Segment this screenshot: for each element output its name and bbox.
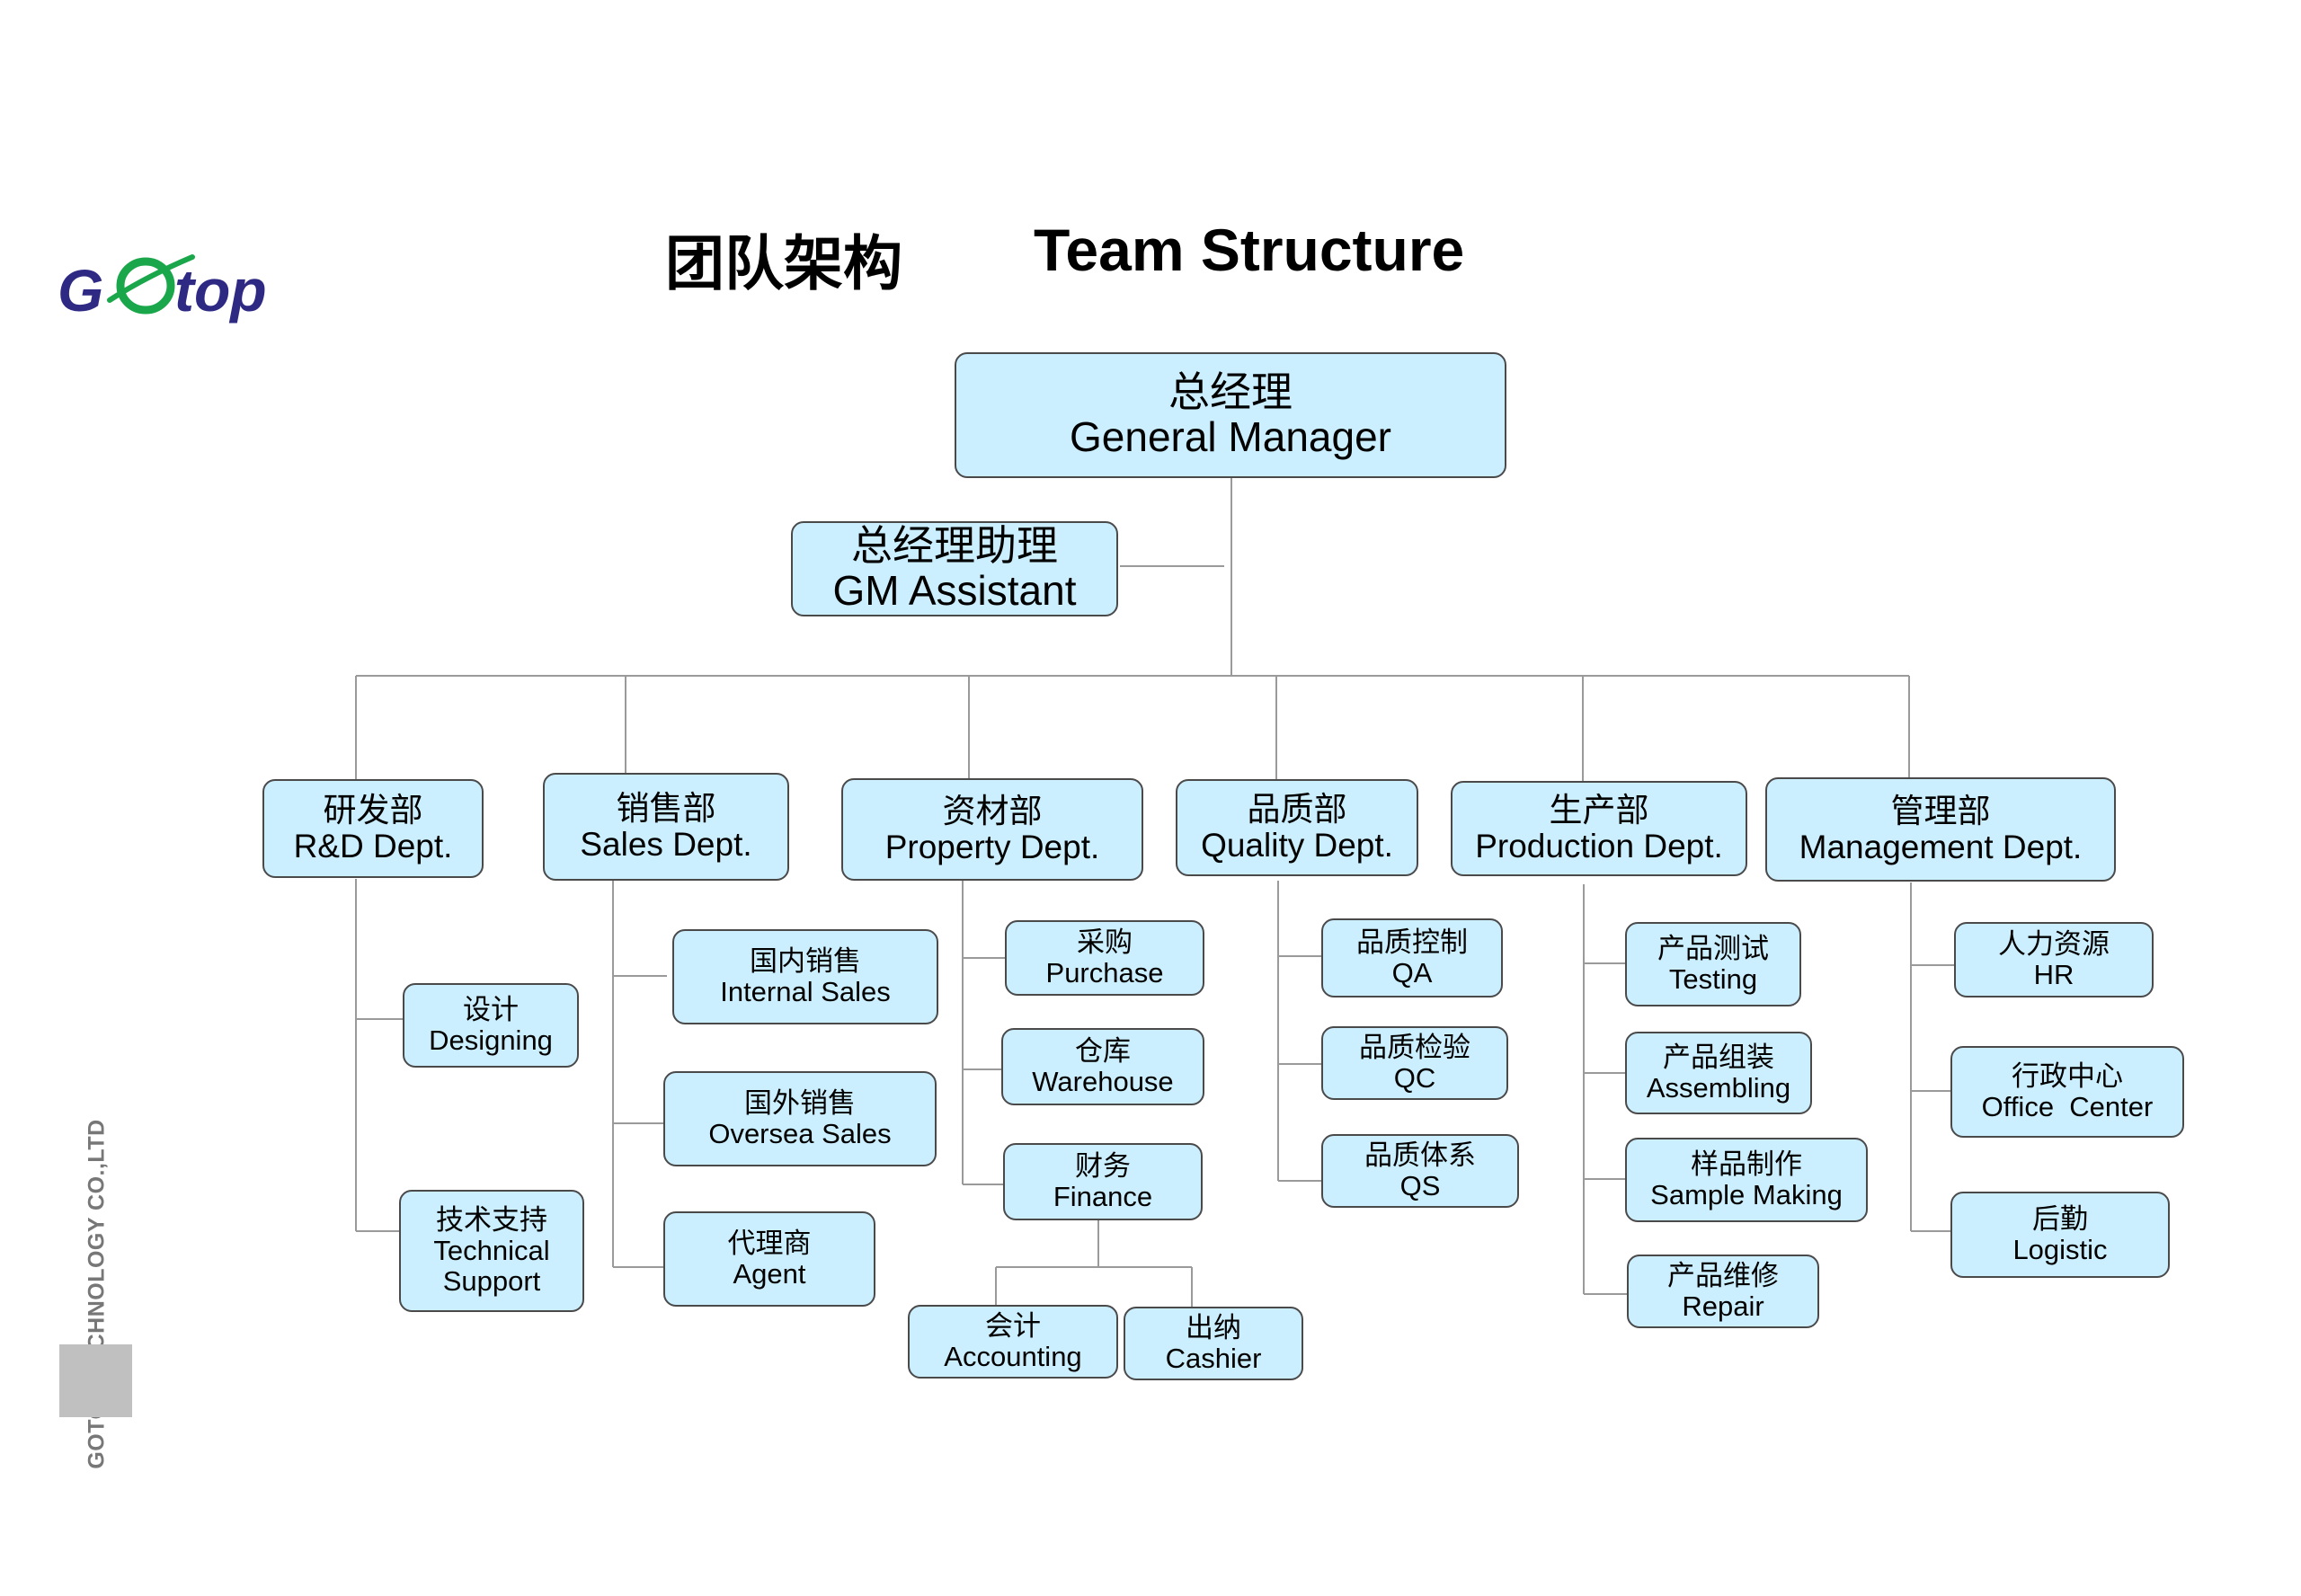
node-office-center: 行政中心 Office Center [1950,1046,2184,1138]
logo-ring-icon [116,257,175,315]
node-label-zh: 品质控制 [1356,926,1468,959]
node-label-en: QS [1399,1170,1441,1201]
node-purchase: 采购 Purchase [1005,920,1204,996]
node-label-en: Property Dept. [884,829,1100,865]
node-management-dept: 管理部 Management Dept. [1765,777,2116,882]
node-label-en: Repair [1682,1290,1764,1322]
node-warehouse: 仓库 Warehouse [1001,1028,1204,1105]
node-qs: 品质体系 QS [1321,1134,1519,1208]
node-label-en: Quality Dept. [1201,827,1393,864]
node-label-en: Testing [1668,963,1758,995]
node-internal-sales: 国内销售 Internal Sales [672,929,938,1024]
logo-letter-g: G [58,257,103,324]
node-label-en: Warehouse [1032,1066,1174,1097]
node-label-en: Purchase [1045,957,1164,989]
title-english: Team Structure [1034,217,1465,283]
node-label-zh: 后勤 [2032,1202,2088,1236]
node-label-zh: 产品测试 [1657,932,1769,965]
node-label-zh: 生产部 [1549,791,1649,830]
node-label-en: Oversea Sales [708,1118,892,1149]
node-repair: 产品维修 Repair [1627,1255,1819,1328]
node-production-dept: 生产部 Production Dept. [1451,781,1747,876]
title-chinese: 团队架构 [665,229,902,298]
node-cashier: 出纳 Cashier [1124,1307,1303,1380]
node-label-en: Internal Sales [720,976,891,1007]
node-label-zh: 产品组装 [1663,1041,1774,1074]
node-label-zh: 会计 [985,1309,1041,1343]
node-label-zh: 采购 [1077,926,1133,959]
node-technical-support: 技术支持 Technical Support [399,1190,584,1312]
node-label-en: R&D Dept. [293,828,453,864]
node-label-en: Cashier [1165,1343,1262,1374]
node-label-zh: 设计 [463,993,519,1026]
node-label-zh: 研发部 [323,791,423,830]
node-label-zh: 管理部 [1890,792,1991,831]
node-label-zh: 品质部 [1247,790,1347,829]
node-label-zh: 技术支持 [436,1203,547,1237]
node-label-zh: 品质检验 [1359,1031,1470,1064]
node-label-en: Logistic [2012,1234,2108,1265]
node-label-zh: 财务 [1075,1149,1131,1183]
node-label-zh: 销售部 [616,789,716,829]
node-hr: 人力资源 HR [1954,922,2154,998]
node-label-en: Sample Making [1650,1179,1843,1210]
node-label-zh: 国内销售 [750,944,861,978]
node-label-en: Office Center [1981,1091,2154,1122]
node-label-en: Sales Dept. [580,826,752,863]
node-label-zh: 资材部 [942,792,1043,831]
node-qc: 品质检验 QC [1321,1026,1508,1100]
company-logo: G top [58,254,267,324]
node-accounting: 会计 Accounting [908,1305,1118,1379]
node-label-zh: 人力资源 [1998,927,2110,961]
node-testing: 产品测试 Testing [1625,922,1801,1006]
node-label-en: General Manager [1070,413,1391,460]
node-designing: 设计 Designing [403,983,579,1068]
node-logistic: 后勤 Logistic [1950,1192,2170,1278]
node-label-en: QA [1391,957,1433,989]
node-label-zh: 样品制作 [1691,1148,1802,1181]
node-finance: 财务 Finance [1003,1143,1203,1220]
node-agent: 代理商 Agent [663,1211,875,1307]
node-label-zh: 总经理助理 [851,521,1058,571]
node-label-zh: 代理商 [727,1227,812,1260]
node-label-en: Technical Support [433,1235,550,1297]
node-label-en: Agent [733,1258,806,1290]
node-label-zh: 出纳 [1186,1311,1241,1344]
node-label-zh: 国外销售 [744,1086,856,1120]
logo-swoosh-icon [107,254,195,303]
node-sample-making: 样品制作 Sample Making [1625,1138,1868,1222]
node-label-en: Production Dept. [1475,828,1723,864]
node-rd-dept: 研发部 R&D Dept. [262,779,484,878]
node-qa: 品质控制 QA [1321,918,1503,998]
node-label-zh: 行政中心 [2012,1060,2123,1093]
node-property-dept: 资材部 Property Dept. [841,778,1143,881]
node-sales-dept: 销售部 Sales Dept. [543,773,789,881]
node-assembling: 产品组装 Assembling [1625,1032,1812,1114]
node-oversea-sales: 国外销售 Oversea Sales [663,1071,937,1166]
node-gm-assistant: 总经理助理 GM Assistant [791,521,1118,616]
logo-text-top: top [174,257,267,324]
node-label-en: GM Assistant [832,567,1077,614]
node-label-en: HR [2033,959,2074,990]
node-general-manager: 总经理 General Manager [955,352,1506,478]
node-label-en: Accounting [944,1341,1082,1372]
node-label-en: Finance [1053,1181,1153,1212]
decorative-square [59,1344,132,1417]
node-quality-dept: 品质部 Quality Dept. [1176,779,1418,876]
node-label-zh: 总经理 [1168,368,1293,417]
node-label-zh: 仓库 [1075,1034,1131,1068]
node-label-en: Management Dept. [1799,829,2083,865]
node-label-en: QC [1393,1062,1436,1094]
node-label-zh: 品质体系 [1364,1139,1476,1172]
node-label-en: Assembling [1646,1072,1791,1104]
node-label-en: Designing [429,1024,553,1056]
node-label-zh: 产品维修 [1667,1259,1779,1292]
